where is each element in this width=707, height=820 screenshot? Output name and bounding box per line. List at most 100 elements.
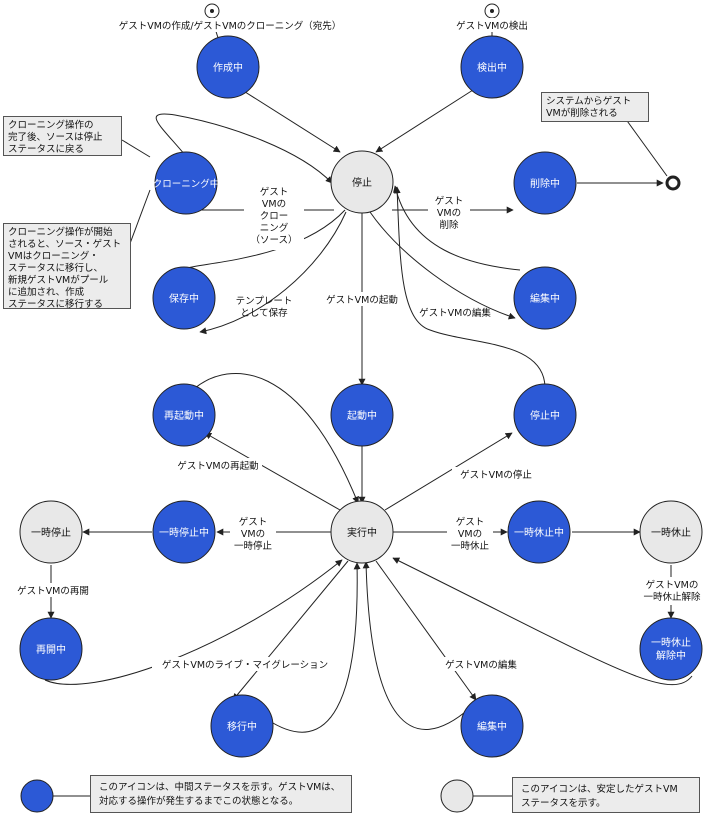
- arrow-migrating-running: [267, 562, 361, 733]
- state-running-label: 実行中: [347, 526, 377, 539]
- start-marker-create: [204, 3, 220, 19]
- state-migrating[interactable]: 移行中: [210, 694, 274, 758]
- arrow-restart-running: [194, 372, 359, 504]
- label-pause-3: 一時停止: [234, 540, 273, 552]
- delete-label-bg: [428, 194, 470, 230]
- label-suspend-2: VMの: [458, 529, 482, 540]
- state-create[interactable]: 作成中: [196, 35, 260, 99]
- state-edit-top[interactable]: 編集中: [513, 266, 577, 330]
- label-create-source: ゲストVMの作成/ゲストVMのクローニング（宛先）: [119, 20, 342, 32]
- label-clone-1: ゲスト: [260, 186, 289, 198]
- state-resuming[interactable]: 再開中: [19, 617, 83, 681]
- note-connector-deleted: [624, 117, 668, 177]
- label-start: ゲストVMの起動: [326, 294, 398, 306]
- note-clone-done-line-1: クローニング操作の: [8, 120, 94, 131]
- clone-label-bg: [244, 184, 304, 250]
- state-suspended-label: 一時休止: [651, 527, 691, 539]
- state-detect[interactable]: 検出中: [460, 35, 524, 99]
- state-stopping[interactable]: 停止中: [513, 383, 577, 447]
- legend-intermediate-icon: [20, 779, 54, 813]
- label-clone-3: クロー: [260, 211, 289, 222]
- state-stopped[interactable]: 停止: [330, 150, 394, 214]
- state-stopping-label: 停止中: [530, 409, 560, 422]
- state-start[interactable]: 起動中: [330, 383, 394, 447]
- legend-stable: このアイコンは、安定したゲストVM ステータスを示す。: [512, 777, 700, 813]
- note-deleted: システムからゲスト VMが削除される: [541, 92, 649, 122]
- arrow-running-migrating: [232, 560, 349, 701]
- arrow-clone-return: [155, 113, 333, 184]
- legend-stable-line-1: このアイコンは、安定したゲストVM: [521, 784, 678, 795]
- restart-label-bg: [174, 458, 262, 472]
- stop-label-bg: [452, 467, 540, 481]
- legend-stable-line-2: ステータスを示す。: [521, 798, 606, 809]
- state-delete[interactable]: 削除中: [513, 151, 577, 215]
- label-unsuspend-1: ゲストVMの: [646, 579, 699, 591]
- note-clone-done-line-2: 完了後、ソースは停止: [8, 132, 103, 143]
- label-suspend-3: 一時休止: [451, 540, 490, 552]
- unsuspend-label-bg: [637, 577, 707, 605]
- start-label-bg: [320, 292, 404, 306]
- label-pause-2: VMの: [241, 529, 265, 540]
- detect-source-label-bg: [452, 18, 532, 32]
- label-delete-3: 削除: [439, 219, 459, 231]
- state-clone-label: クローニング中: [153, 178, 220, 190]
- state-stopped-label: 停止: [352, 176, 372, 189]
- arrow-running-restart: [204, 432, 341, 511]
- label-clone-2: VMの: [262, 199, 286, 210]
- arrow-running-edit-bottom: [375, 560, 477, 701]
- state-delete-label: 削除中: [530, 177, 560, 190]
- label-edit-top: ゲストVMの編集: [419, 307, 491, 319]
- state-pausing[interactable]: 一時停止中: [152, 500, 216, 564]
- start-marker-detect: [484, 3, 500, 19]
- label-clone-5: （ソース）: [250, 234, 297, 246]
- state-edit-top-label: 編集中: [530, 292, 560, 305]
- note-clone-start-line-4: ステータスに移行し、: [8, 263, 104, 274]
- state-unsuspending[interactable]: 一時休止 解除中: [639, 617, 703, 681]
- suspend-label-bg: [447, 514, 493, 550]
- state-suspending-label: 一時休止中: [514, 526, 564, 539]
- state-restart-label: 再起動中: [164, 409, 204, 422]
- state-edit-bottom-label: 編集中: [477, 720, 507, 733]
- legend-intermediate-line-1: このアイコンは、中間ステータスを示す。ゲストVMは、: [99, 782, 341, 793]
- label-edit-bottom: ゲストVMの編集: [445, 659, 517, 671]
- pause-label-bg: [230, 514, 276, 550]
- label-restart: ゲストVMの再起動: [177, 460, 258, 472]
- label-stop: ゲストVMの停止: [460, 469, 532, 481]
- arrow-unsuspending-running: [392, 557, 693, 686]
- label-resume: ゲストVMの再開: [17, 585, 89, 597]
- note-clone-done: クローニング操作の 完了後、ソースは停止 ステータスに戻る: [3, 116, 122, 156]
- state-pausing-label: 一時停止中: [159, 526, 209, 539]
- state-restart[interactable]: 再起動中: [152, 383, 216, 447]
- note-clone-start-line-5: 新規ゲストVMがプール: [8, 275, 109, 286]
- state-clone[interactable]: クローニング中: [153, 151, 220, 215]
- arrow-create-stopped: [241, 89, 341, 153]
- state-save[interactable]: 保存中: [152, 266, 216, 330]
- state-start-label: 起動中: [347, 409, 377, 422]
- note-deleted-line-1: システムからゲスト: [546, 96, 632, 107]
- state-unsuspending-label-1: 一時休止: [651, 637, 691, 649]
- arrow-to-edit-top: [369, 211, 516, 320]
- state-edit-bottom[interactable]: 編集中: [460, 694, 524, 758]
- end-marker: [665, 175, 681, 191]
- label-delete-1: ゲスト: [435, 195, 464, 207]
- label-migrate: ゲストVMのライブ・マイグレーション: [162, 659, 328, 671]
- note-clone-start-line-6: に追加され、作成: [8, 287, 85, 298]
- state-save-label: 保存中: [169, 292, 199, 305]
- state-running[interactable]: 実行中: [330, 500, 394, 564]
- note-clone-start-line-2: されると、ソース・ゲスト: [8, 239, 122, 250]
- state-migrating-label: 移行中: [227, 720, 257, 733]
- note-clone-start: クローニング操作が開始 されると、ソース・ゲスト VMはクローニング・ ステータ…: [3, 223, 131, 310]
- state-detect-label: 検出中: [477, 61, 507, 74]
- state-suspended[interactable]: 一時休止: [639, 500, 703, 564]
- label-clone-4: ニング: [260, 222, 289, 234]
- note-clone-start-line-3: VMはクローニング・: [8, 251, 99, 262]
- state-suspending[interactable]: 一時休止中: [507, 500, 571, 564]
- note-clone-start-line-1: クローニング操作が開始: [8, 227, 113, 238]
- label-unsuspend-2: 一時休止解除: [643, 591, 701, 603]
- arrow-edit-top-return: [393, 185, 521, 271]
- legend-stable-icon: [440, 779, 474, 813]
- state-paused[interactable]: 一時停止: [19, 500, 83, 564]
- edit-bottom-label-bg: [438, 657, 524, 671]
- note-clone-start-line-7: ステータスに移行する: [8, 299, 104, 310]
